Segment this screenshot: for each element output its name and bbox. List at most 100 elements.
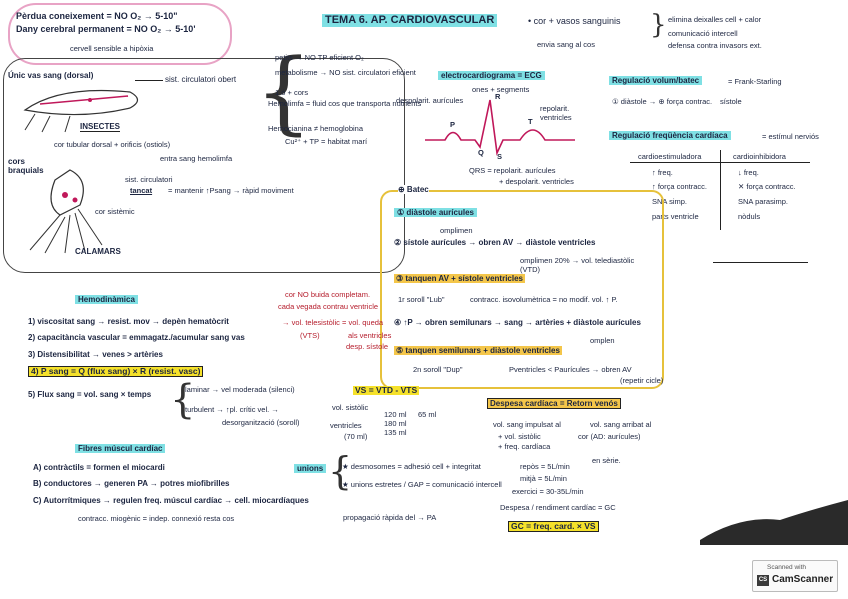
- header-func-2: comunicació intercell: [668, 29, 738, 38]
- vs-vol-1: vol. sistòlic: [332, 403, 368, 412]
- vts-note-3: → vol. telesistòlic = vol. queda: [282, 318, 383, 327]
- reg-row-1b: ↓ freq.: [738, 168, 759, 177]
- ecg-desp: despolarit. aurícules: [396, 96, 463, 105]
- vs-formula: VS = VTD - VTS: [353, 386, 419, 395]
- insect-hemocian: Hemocianina ≠ hemoglobina: [268, 124, 363, 133]
- header-func-1: elimina deixalles cell + calor: [668, 15, 761, 24]
- reg-volum-title: Regulació volum/batec: [609, 76, 702, 85]
- hemo-line-2: 2) capacitància vascular = emmagatz./acu…: [28, 333, 245, 342]
- reg-volum-eq: = Frank-Starling: [728, 77, 782, 86]
- ecg-ones: ones + segments: [472, 85, 529, 94]
- despesa-r3: en sèrie.: [592, 456, 621, 465]
- hemo-line-5: 5) Flux sang = vol. sang × temps: [28, 390, 151, 399]
- batec-step-4b: omplen: [590, 336, 615, 345]
- page-title: TEMA 6. AP. CARDIOVASCULAR: [322, 14, 497, 27]
- header-cor-line: • cor + vasos sanguinis: [528, 17, 620, 26]
- reg-row-2b: ✕ força contracc.: [738, 182, 796, 191]
- insect-vas: Únic vas sang (dorsal): [8, 71, 93, 80]
- reg-col-2: cardioinhibidora: [733, 152, 786, 161]
- camscanner-logo-icon: CS: [757, 575, 769, 586]
- header-func-3: defensa contra invasors ext.: [668, 41, 762, 50]
- ecg-q: Q: [478, 148, 484, 157]
- squid-cors: cors braquials: [8, 157, 48, 175]
- batec-box: [380, 190, 664, 389]
- vts-note-2: cada vegada contrau ventricle: [278, 302, 378, 311]
- vs-ml-1: 120 ml: [384, 410, 407, 419]
- insect-cu: Cu²⁺ + TP = habitat marí: [285, 137, 367, 146]
- squid-tancat-1: sist. circulatori: [125, 175, 173, 184]
- reg-diastole: ① diàstole → ⊕ força contrac.: [612, 97, 712, 106]
- reg-row-4b: nòduls: [738, 212, 760, 221]
- batec-step-5c: Pventricles < Paurícules → obren AV: [509, 365, 632, 374]
- vs-ml-4: 65 ml: [418, 410, 436, 419]
- squid-sistemic: cor sistèmic: [95, 207, 135, 216]
- vts-note-5: als ventricles: [348, 331, 391, 340]
- hemo-laminar: laminar → vel moderada (silenci): [185, 385, 295, 394]
- batec-step-1: ① diàstole aurícules: [394, 208, 477, 217]
- despesa-l2: + vol. sistòlic: [498, 432, 541, 441]
- vts-note-1: cor NO buida completam.: [285, 290, 370, 299]
- header-envia: envia sang al cos: [537, 40, 595, 49]
- batec-step-3b: 1r soroll "Lub": [398, 295, 445, 304]
- ecg-qrs-2: + despolarit. ventricles: [499, 177, 574, 186]
- hemo-desorg: desorganització (soroll): [222, 418, 300, 427]
- batec-step-4: ④ ↑P → obren semilunars → sang → artèrie…: [394, 318, 641, 327]
- insect-label: INSECTES: [80, 122, 120, 132]
- insect-cors: 1 ó + cors: [275, 88, 308, 97]
- pink-line-2: Dany cerebral permanent = NO O₂ → 5-10': [16, 25, 195, 34]
- batec-step-3: ③ tanquen AV + sístole ventricles: [394, 274, 525, 283]
- reg-row-3b: SNA parasimp.: [738, 197, 788, 206]
- reg-freq-title: Regulació freqüència cardíaca: [609, 131, 731, 140]
- squid-label: CALAMARS: [75, 247, 121, 256]
- vts-note-6: desp. sístole: [346, 342, 388, 351]
- ecg-t: T: [528, 117, 533, 126]
- hemo-line-4: 4) P sang = Q (flux sang) × R (resist. v…: [28, 366, 203, 377]
- unions-label: unions: [294, 464, 326, 473]
- unions-prop: propagació ràpida del → PA: [343, 513, 436, 522]
- vs-vol-3: (70 ml): [344, 432, 367, 441]
- despesa-exercici: exercici = 30-35L/min: [512, 487, 584, 496]
- ecg-repol: repolarit. ventricles: [540, 104, 582, 122]
- despesa-title: Despesa cardíaca = Retorn venós: [487, 398, 621, 409]
- ecg-title: electrocardiograma = ECG: [438, 71, 545, 80]
- camscanner-brand: CamScanner: [772, 574, 833, 585]
- hemo-line-3: 3) Distensibilitat → venes > artèries: [28, 350, 163, 359]
- reg-sistole: sístole: [720, 97, 742, 106]
- vts-note-4: (VTS): [300, 331, 320, 340]
- insect-sist: sist. circulatori obert: [165, 75, 236, 84]
- despesa-rend: Despesa / rendiment cardíac = GC: [500, 503, 616, 512]
- despesa-l1: vol. sang impulsat al: [493, 420, 561, 429]
- despesa-l3: + freq. cardíaca: [498, 442, 550, 451]
- ecg-r: R: [495, 92, 500, 101]
- scan-edge-shadow: [700, 495, 848, 545]
- batec-step-1b: omplimen: [440, 226, 473, 235]
- scanned-label: Scanned with: [767, 564, 806, 571]
- fibres-b: B) conductores → generen PA → potres mio…: [33, 479, 229, 488]
- batec-step-2b: omplimen 20% → vol. telediastòlic (VTD): [520, 256, 640, 274]
- insect-metab: metabolisme → NO sist. circulatori efici…: [275, 68, 416, 77]
- vs-ml-3: 135 ml: [384, 428, 407, 437]
- batec-title: ⊕ Batec: [398, 185, 429, 194]
- ecg-p: P: [450, 120, 455, 129]
- batec-step-5d: (repetir cicle): [620, 376, 663, 385]
- fibres-c: C) Autorrítmiques → regulen freq. múscul…: [33, 496, 309, 505]
- camscanner-badge: Scanned with CS CamScanner: [752, 560, 838, 592]
- reg-freq-eq: = estímul nerviós: [762, 132, 819, 141]
- batec-step-3c: contracc. isovolumètrica = no modif. vol…: [470, 295, 618, 304]
- pink-line-1: Pèrdua coneixement = NO O₂ → 5-10": [16, 12, 178, 21]
- batec-step-5b: 2n soroll "Dup": [413, 365, 463, 374]
- insect-petits: petits → NO TP eficient O₂: [275, 53, 364, 62]
- despesa-r2: cor (AD: aurícules): [578, 432, 641, 441]
- squid-manten: = mantenir ↑Psang → ràpid moviment: [168, 186, 294, 195]
- ecg-s: S: [497, 152, 502, 161]
- reg-row-1a: ↑ freq.: [652, 168, 673, 177]
- hemo-turb: turbulent → ↑pl. crític vel. →: [185, 405, 279, 414]
- pink-line-3: cervell sensible a hipòxia: [70, 44, 153, 53]
- batec-step-5: ⑤ tanquen semilunars + diàstole ventricl…: [394, 346, 562, 355]
- reg-col-1: cardioestimuladora: [638, 152, 701, 161]
- ecg-qrs: QRS = repolarit. aurícules: [469, 166, 556, 175]
- vs-ml-2: 180 ml: [384, 419, 407, 428]
- despesa-gc: GC = freq. card. × VS: [508, 521, 599, 532]
- reg-row-2a: ↑ força contracc.: [652, 182, 707, 191]
- insect-entra: entra sang hemolimfa: [160, 154, 232, 163]
